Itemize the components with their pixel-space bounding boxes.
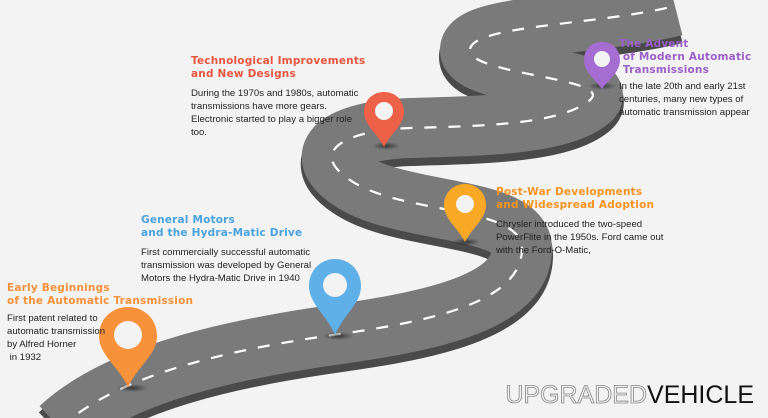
brand-logo: UPGRADEDVEHICLE xyxy=(505,381,754,410)
map-pin-icon xyxy=(364,92,404,147)
milestone-description: First commercially successful automatic … xyxy=(141,247,312,284)
milestone-heading: Early Beginnings of the Automatic Transm… xyxy=(7,282,194,307)
milestone-description: First patent related to automatic transm… xyxy=(7,313,106,363)
milestone-heading: Technological Improvements and New Desig… xyxy=(191,55,366,80)
milestone-early-beginnings: Early Beginnings of the Automatic Transm… xyxy=(7,282,193,364)
milestone-heading: The Advent of Modern Automatic Transmiss… xyxy=(619,38,752,76)
milestone-description: During the 1970s and 1980s, automatic tr… xyxy=(191,88,359,138)
map-pin-icon xyxy=(444,184,486,242)
map-pin-icon xyxy=(309,259,361,335)
milestone-technological-improvements: Technological Improvements and New Desig… xyxy=(191,55,366,139)
milestone-description: In the late 20th and early 21st centurie… xyxy=(619,81,750,118)
milestone-modern-automatic: The Advent of Modern Automatic Transmiss… xyxy=(619,38,751,119)
map-pin-icon xyxy=(99,307,157,387)
map-pin-icon xyxy=(584,42,620,89)
milestone-heading: Post-War Developments and Widespread Ado… xyxy=(496,186,655,211)
brand-logo-outline: UPGRADED xyxy=(505,381,648,410)
milestone-heading: General Motors and the Hydra-Matic Drive xyxy=(141,214,303,239)
milestone-description: Chrysler introduced the two-speed PowerF… xyxy=(496,219,664,256)
milestone-general-motors: General Motors and the Hydra-Matic Drive… xyxy=(141,214,311,285)
brand-logo-solid: VEHICLE xyxy=(647,381,754,409)
milestone-post-war: Post-War Developments and Widespread Ado… xyxy=(496,186,663,257)
